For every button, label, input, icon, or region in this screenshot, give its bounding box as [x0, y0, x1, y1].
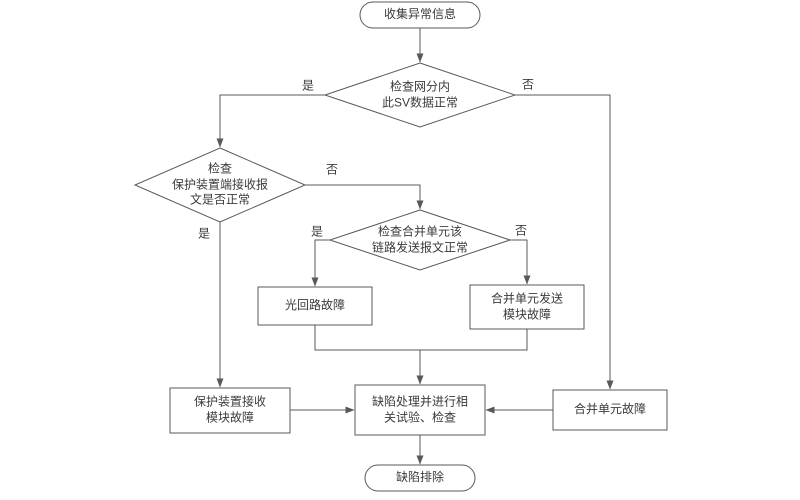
process-protection-recv-fault	[169, 387, 291, 434]
branch-label-mu-link-no: 否	[514, 223, 528, 238]
decision-protection-receive-label: 检查 保护装置端接收报 文是否正常	[171, 161, 269, 207]
connector-merge-branches	[314, 325, 528, 351]
connector-decision-sv-no-to-mu-fault	[515, 94, 614, 390]
process-protection-recv-fault-label: 保护装置接收 模块故障	[193, 394, 267, 424]
process-mu-send-fault	[469, 284, 585, 330]
end-label: 缺陷排除	[395, 470, 445, 485]
start-label: 收集异常信息	[383, 7, 457, 22]
process-mu-fault	[552, 389, 668, 431]
start-terminal	[359, 1, 481, 29]
branch-label-sv-no: 否	[521, 77, 535, 92]
process-optical-fault-label: 光回路故障	[284, 298, 346, 313]
branch-label-sv-yes: 是	[301, 78, 315, 93]
connector-decision-sv-yes-to-decision-protection	[216, 94, 325, 148]
end-terminal	[364, 464, 476, 492]
decision-protection-receive	[133, 147, 307, 223]
process-mu-fault-label: 合并单元故障	[573, 402, 647, 417]
connector-decision-protection-no-to-decision-mu-link	[305, 184, 424, 210]
branch-label-protection-yes: 是	[197, 226, 211, 241]
process-defect-handle	[354, 384, 486, 436]
decision-mu-link-send	[328, 209, 512, 271]
process-mu-send-fault-label: 合并单元发送 模块故障	[490, 291, 564, 321]
connector-decision-mu-link-no-to-mu-send-fault	[510, 239, 531, 285]
branch-label-protection-no: 否	[325, 162, 339, 177]
branch-label-mu-link-yes: 是	[310, 224, 324, 239]
process-optical-fault	[257, 286, 373, 326]
decision-mu-link-send-label: 检查合并单元该 链路发送报文正常	[371, 224, 469, 254]
decision-network-sv-data	[323, 62, 517, 128]
connector-decision-mu-link-yes-to-optical-fault	[311, 239, 330, 287]
process-defect-handle-label: 缺陷处理并进行相 关试验、检查	[371, 394, 469, 424]
decision-network-sv-data-label: 检查网分内 此SV数据正常	[381, 79, 459, 109]
